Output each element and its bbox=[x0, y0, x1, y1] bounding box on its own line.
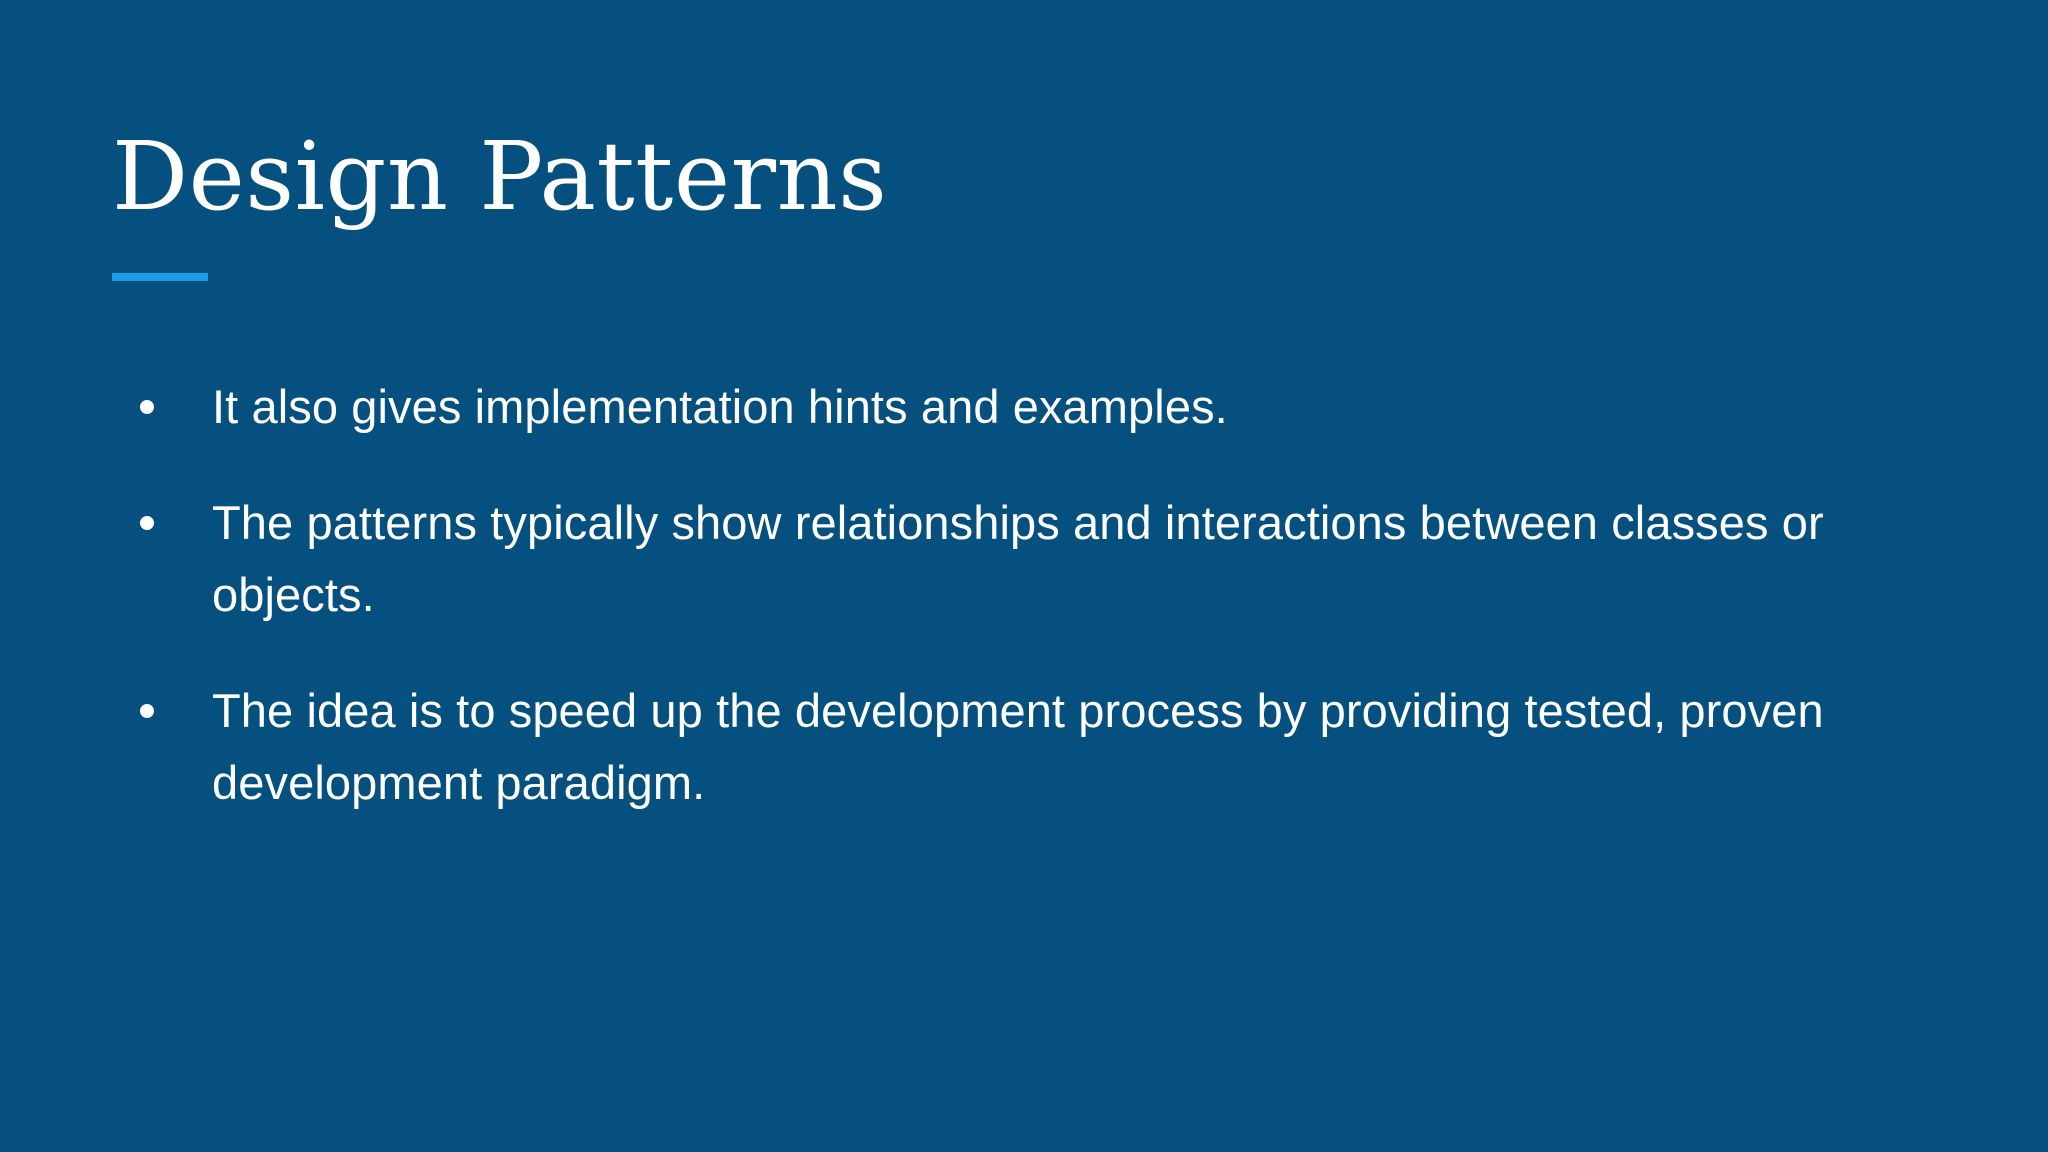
filled-circle-bullet-icon bbox=[140, 704, 154, 718]
list-item: It also gives implementation hints and e… bbox=[140, 371, 1930, 443]
list-item: The patterns typically show relationship… bbox=[140, 487, 1930, 631]
page-title: Design Patterns bbox=[112, 122, 888, 232]
filled-circle-bullet-icon bbox=[140, 400, 154, 414]
list-item-text: The patterns typically show relationship… bbox=[212, 496, 1824, 621]
title-accent-bar bbox=[112, 273, 208, 281]
list-item: The idea is to speed up the development … bbox=[140, 675, 1930, 819]
bullet-list: It also gives implementation hints and e… bbox=[140, 371, 1930, 819]
title-block: Design Patterns bbox=[112, 130, 1932, 281]
filled-circle-bullet-icon bbox=[140, 516, 154, 530]
list-item-text: The idea is to speed up the development … bbox=[212, 684, 1824, 809]
list-item-text: It also gives implementation hints and e… bbox=[212, 380, 1228, 433]
